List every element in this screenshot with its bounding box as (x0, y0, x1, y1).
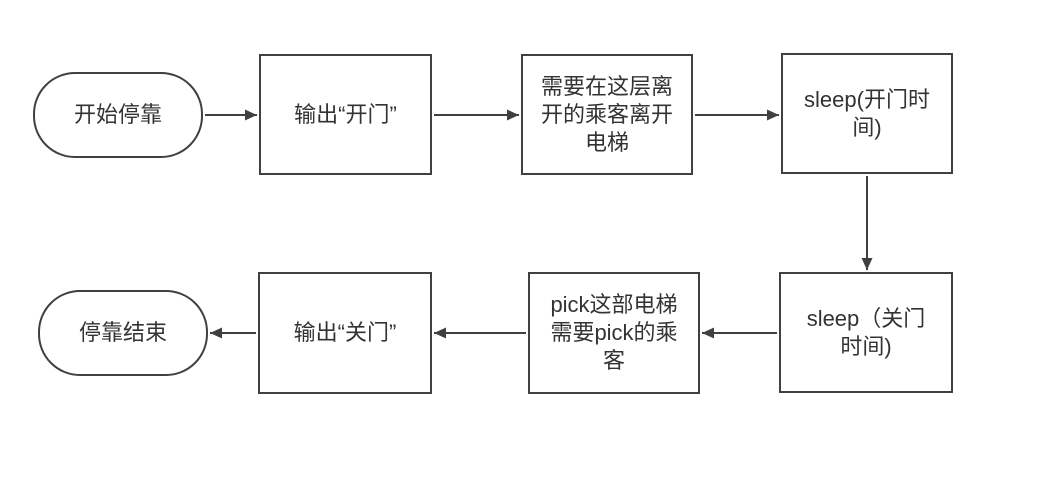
node-label: 输出“开门” (294, 101, 397, 127)
node-pick-passengers: pick这部电梯 需要pick的乘 客 (528, 272, 700, 394)
node-label: 开始停靠 (73, 102, 162, 127)
node-output-open-door: 输出“开门” (259, 54, 432, 175)
node-label: sleep(开门时 间) (804, 86, 930, 140)
node-label: pick这部电梯 需要pick的乘 客 (550, 292, 678, 373)
node-label: 输出“关门” (293, 320, 397, 345)
node-sleep-open-time: sleep(开门时 间) (781, 53, 953, 174)
node-start-docking: 开始停靠 (33, 72, 203, 158)
node-sleep-close-time: sleep（关门 时间) (779, 272, 953, 393)
node-label: 停靠结束 (78, 320, 167, 345)
node-label: sleep（关门 时间) (806, 305, 926, 359)
node-output-close-door: 输出“关门” (258, 272, 432, 394)
node-label: 需要在这层离 开的乘客离开 电梯 (540, 73, 673, 155)
node-passengers-leave: 需要在这层离 开的乘客离开 电梯 (521, 54, 693, 175)
node-end-docking: 停靠结束 (38, 290, 208, 376)
